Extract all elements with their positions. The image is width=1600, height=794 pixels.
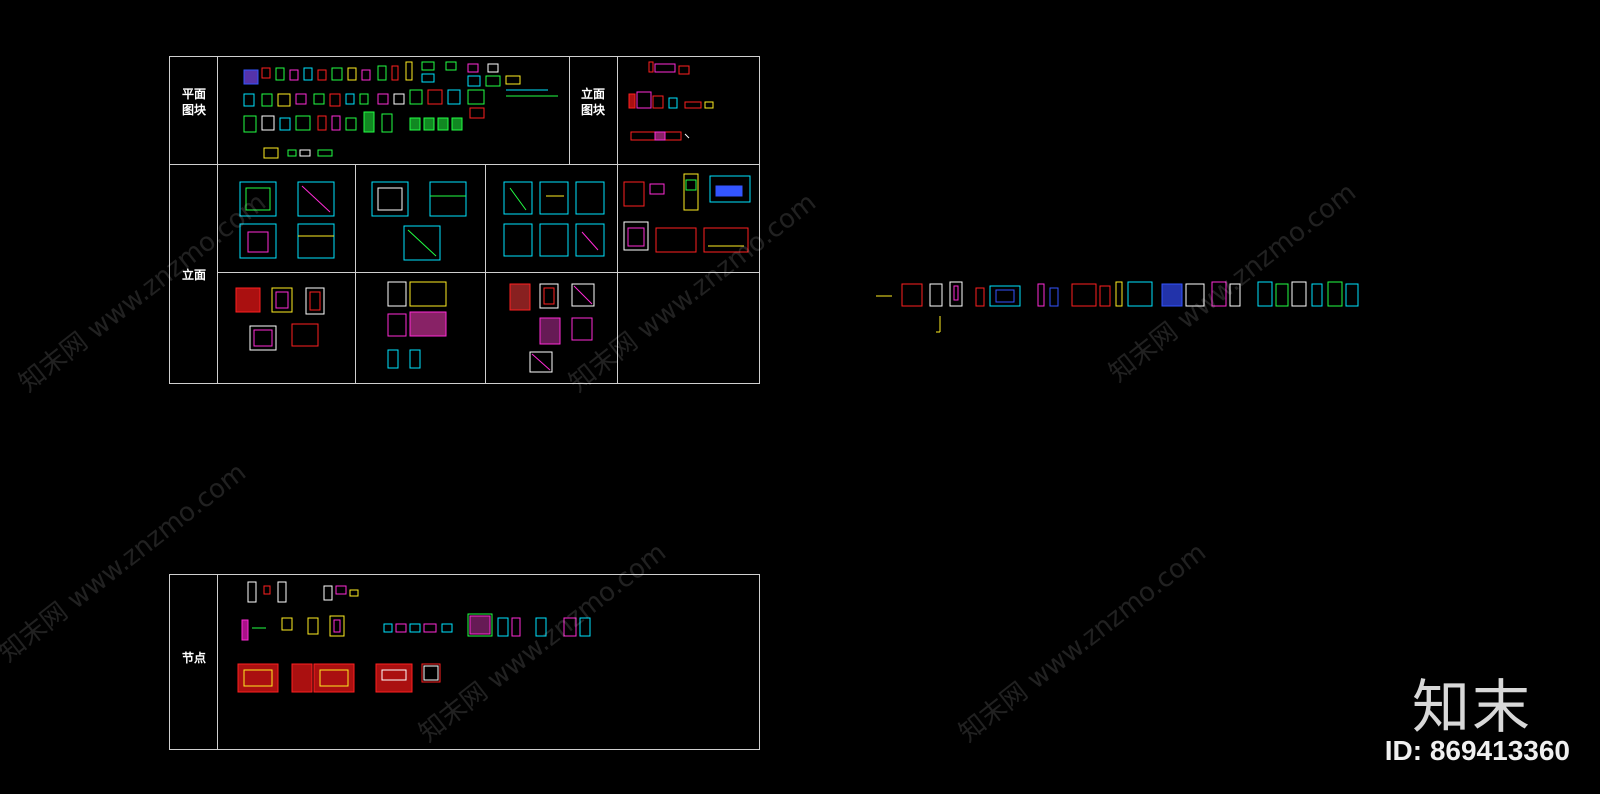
elevation-drawings-5[interactable] <box>220 280 340 375</box>
label-elevation: 立面 <box>181 268 206 282</box>
label-plan-blocks: 平面 图块 <box>181 87 206 117</box>
plan-elev-divider-b <box>617 56 618 384</box>
label-column-divider <box>217 164 218 384</box>
plan-blocks-drawings[interactable] <box>238 60 568 164</box>
row-divider-1 <box>169 164 760 165</box>
label-column-divider-top <box>217 56 218 164</box>
node-label-divider <box>217 574 218 750</box>
elev-col-divider-1 <box>355 164 356 384</box>
elev-col-divider-2 <box>485 164 486 384</box>
blocks-frame <box>169 56 760 384</box>
elevation-drawings-4[interactable] <box>620 170 758 266</box>
node-frame <box>169 574 760 750</box>
label-node: 节点 <box>181 651 206 665</box>
isolated-elevation-strip[interactable] <box>872 280 1372 340</box>
elevation-blocks-drawings[interactable] <box>625 60 755 160</box>
elevation-drawings-1[interactable] <box>232 176 352 266</box>
watermark: 知末网 www.znzmo.com <box>953 537 1212 749</box>
elevation-drawings-2[interactable] <box>368 176 478 266</box>
elevation-drawings-6[interactable] <box>380 278 460 374</box>
asset-id: ID: 869413360 <box>1384 735 1570 766</box>
elevation-drawings-3[interactable] <box>498 176 613 266</box>
plan-elev-divider-a <box>569 56 570 164</box>
elevation-drawings-7[interactable] <box>506 280 606 376</box>
node-drawings[interactable] <box>236 578 616 708</box>
label-elevation-blocks: 立面 图块 <box>580 87 605 117</box>
brand-logo: 知末 <box>1411 673 1532 741</box>
row-divider-2 <box>217 272 760 273</box>
